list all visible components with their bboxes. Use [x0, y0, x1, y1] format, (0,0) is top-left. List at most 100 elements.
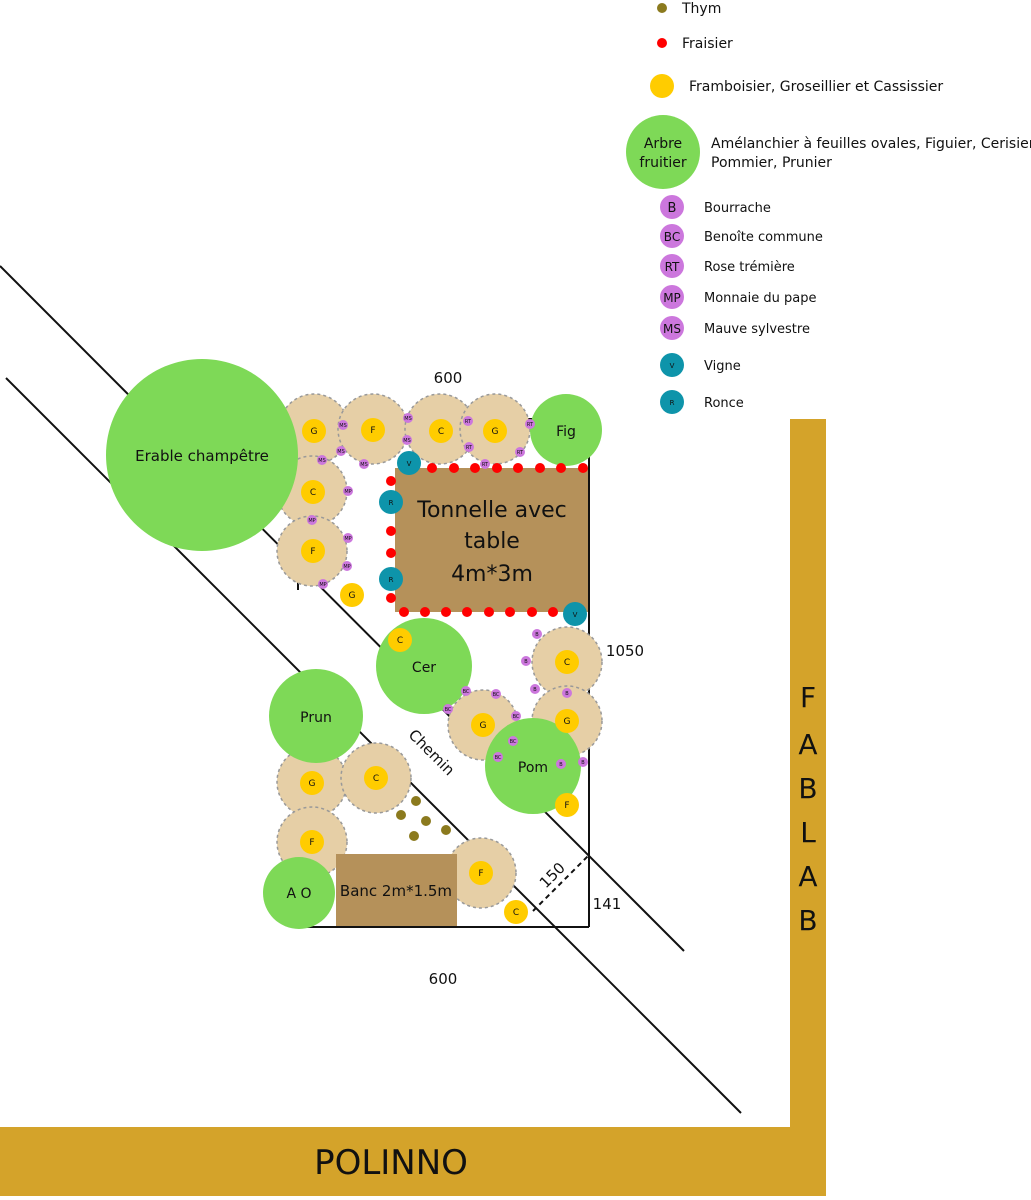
legend-flower-mp-label: Monnaie du pape [704, 291, 816, 306]
flower-code-label: BC [463, 689, 470, 695]
svg-text:G: G [309, 779, 316, 789]
legend-thyme-label: Thym [681, 1, 721, 17]
legend-berries-label: Framboisier, Groseillier et Cassissier [689, 79, 943, 95]
flower-code-label: BC [445, 707, 452, 713]
svg-text:B: B [798, 904, 817, 937]
legend-strawberry-swatch [657, 38, 667, 48]
dim-diagonal: 150 [536, 859, 569, 892]
flower-code-label: RT [482, 462, 489, 468]
flower-code-label: RT [466, 445, 473, 451]
svg-text:C: C [310, 488, 316, 498]
svg-text:F: F [310, 547, 315, 557]
legend: Thym Fraisier Framboisier, Groseillier e… [626, 1, 1031, 414]
svg-text:G: G [311, 427, 318, 437]
tree-pom-label: Pom [518, 760, 548, 776]
flower-code-label: MS [403, 438, 411, 444]
svg-text:G: G [480, 721, 487, 731]
tonnelle-label: Tonnelle avec table 4m*3m [416, 498, 566, 587]
flower-code-label: MS [360, 462, 368, 468]
flower-code-label: RT [465, 419, 472, 425]
flower-code-label: RT [517, 450, 524, 456]
svg-text:C: C [373, 774, 379, 784]
legend-flower-bc-label: Benoîte commune [704, 230, 823, 245]
fablab-building [790, 419, 826, 1196]
legend-flowers: B Bourrache BC Benoîte commune RT Rose t… [660, 195, 823, 340]
legend-tree-desc-line2: Pommier, Prunier [711, 155, 832, 171]
fablab-label: F A B L A B [798, 681, 817, 937]
legend-bramble-label: Ronce [704, 396, 744, 411]
svg-text:C: C [513, 908, 519, 918]
flower-code-label: B [581, 760, 585, 766]
vine-bramble-plants [379, 451, 587, 626]
svg-text:V: V [573, 611, 578, 619]
vine-bramble-labels: V V R R [389, 460, 578, 619]
tree-prun [269, 669, 363, 763]
svg-text:L: L [800, 816, 816, 849]
banc [336, 854, 457, 926]
legend-tree-desc-line1: Amélanchier à feuilles ovales, Figuier, … [711, 136, 1031, 152]
tree-ao-label: A O [286, 886, 311, 902]
legend-tree-symbol-line2: fruitier [639, 155, 686, 171]
flower-code-label: B [565, 691, 569, 697]
legend-vine-swatch [660, 353, 684, 377]
flower-code-label: BC [493, 692, 500, 698]
legend-berries-swatch [650, 74, 674, 98]
legend-thyme-swatch [657, 3, 667, 13]
flower-code-label: B [524, 659, 528, 665]
svg-text:C: C [564, 658, 570, 668]
legend-vine-label: Vigne [704, 359, 741, 374]
tree-prun-label: Prun [300, 710, 332, 726]
flower-code-label: B [535, 632, 539, 638]
legend-flower-mp-code: MP [663, 291, 681, 305]
flower-code-label: B [533, 687, 537, 693]
legend-bramble-code: R [670, 399, 675, 407]
svg-text:F: F [370, 426, 375, 436]
legend-strawberry-label: Fraisier [682, 36, 733, 52]
svg-text:F: F [800, 681, 816, 714]
svg-text:G: G [349, 591, 356, 601]
svg-text:F: F [564, 801, 569, 811]
tree-fig [530, 394, 602, 466]
legend-tree-swatch [626, 115, 700, 189]
svg-text:R: R [389, 499, 394, 507]
path-edge-upper [0, 265, 685, 952]
svg-text:F: F [309, 838, 314, 848]
flower-plants [307, 413, 588, 769]
legend-flower-bc-code: BC [664, 230, 680, 244]
svg-text:C: C [438, 427, 444, 437]
svg-text:B: B [798, 772, 817, 805]
dim-right: 1050 [606, 642, 644, 660]
tree-ao [263, 857, 335, 929]
flower-code-label: MP [344, 489, 351, 495]
flower-code-label: BC [495, 755, 502, 761]
flower-code-label: RT [527, 422, 534, 428]
flower-code-label: BC [513, 714, 520, 720]
tree-erable [106, 359, 298, 551]
tree-cer-label: Cer [412, 660, 436, 676]
svg-text:V: V [407, 460, 412, 468]
svg-text:G: G [492, 427, 499, 437]
polinno-label: POLINNO [314, 1143, 468, 1183]
legend-flower-rt-code: RT [665, 260, 680, 274]
dim-bottom: 600 [429, 970, 458, 988]
banc-label: Banc 2m*1.5m [340, 882, 452, 900]
legend-tree-symbol-line1: Arbre [644, 136, 682, 152]
berry-bush-labels: G F C G C F G C C G G G C F F F C [309, 426, 571, 918]
svg-text:Tonnelle avec: Tonnelle avec [416, 498, 566, 523]
dim-corner: 141 [593, 895, 622, 913]
dim-top: 600 [434, 369, 463, 387]
berry-bushes [300, 418, 579, 924]
flower-code-label: BC [510, 739, 517, 745]
thyme-plants [396, 796, 451, 841]
svg-text:4m*3m: 4m*3m [451, 562, 533, 587]
svg-text:G: G [564, 717, 571, 727]
svg-text:table: table [464, 529, 520, 554]
svg-text:A: A [798, 860, 817, 893]
legend-flower-b-code: B [668, 201, 677, 216]
flower-code-label: MS [339, 423, 347, 429]
flower-code-label: MS [404, 416, 412, 422]
flower-code-label: MS [337, 449, 345, 455]
flower-code-label: MS [318, 458, 326, 464]
